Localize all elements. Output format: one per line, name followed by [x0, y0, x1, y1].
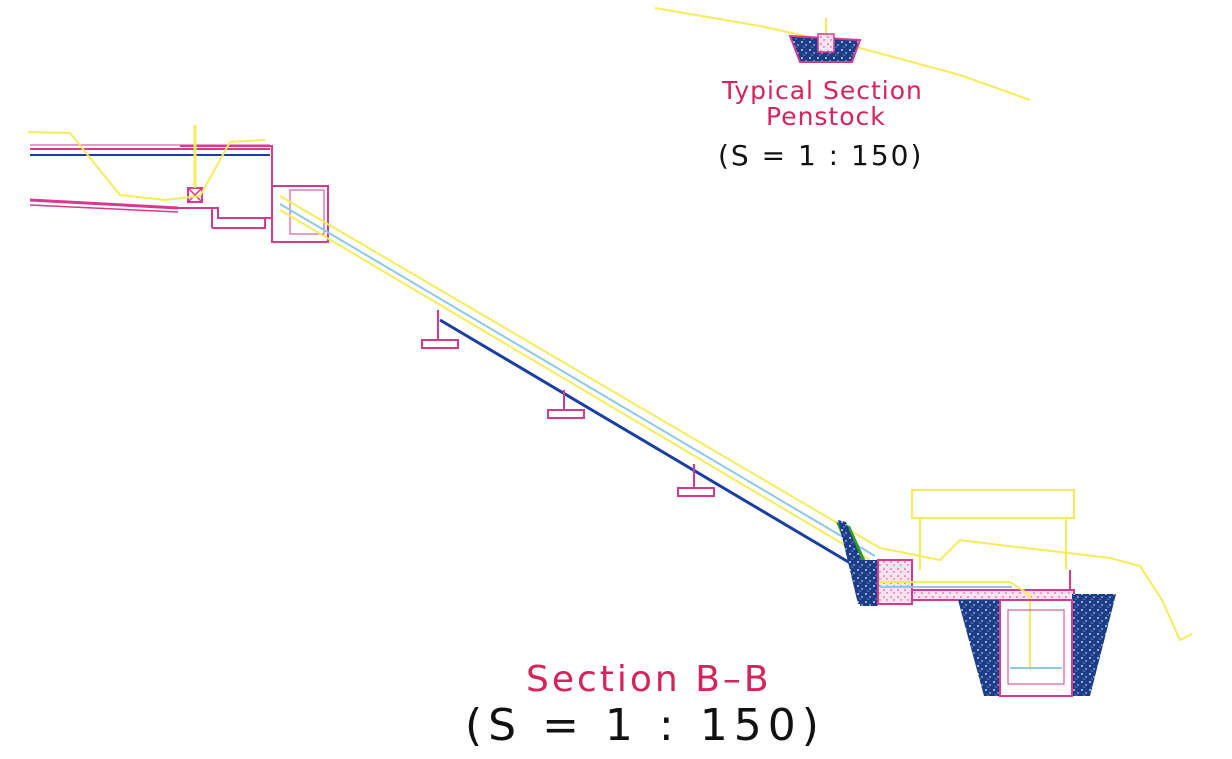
tailrace-left-wall — [958, 600, 1000, 696]
water-line — [279, 203, 876, 557]
penstock-intake-block — [271, 185, 329, 243]
tailrace-chamber — [999, 599, 1073, 697]
section-title: Section B–B — [526, 659, 772, 700]
anchor-base — [860, 560, 878, 606]
support-block-1 — [421, 310, 459, 349]
ground-lower-line — [279, 209, 871, 561]
penstock-section-title-line2: Penstock — [766, 102, 886, 131]
support-block-2 — [547, 390, 585, 419]
powerhouse-floor — [911, 589, 1075, 601]
penstock-typical-section — [654, 7, 1031, 101]
penstock-ground-line — [654, 7, 1031, 101]
powerhouse-ground-line — [879, 538, 1193, 642]
penstock-trench-outline — [788, 34, 862, 63]
support-block-3 — [677, 464, 715, 497]
powerhouse — [836, 489, 1193, 697]
turbine-inlet-pipe — [880, 581, 1031, 670]
pipe-supports — [421, 310, 715, 497]
section-scale: (S = 1 : 150) — [465, 700, 825, 751]
penstock-section-scale: (S = 1 : 150) — [718, 139, 924, 172]
canal-bed — [29, 198, 179, 210]
forebay-wall — [178, 145, 273, 219]
penstock-section-title-line1: Typical Section — [722, 76, 923, 105]
penstock-pipe-box — [817, 33, 835, 53]
penstock-pipe — [279, 195, 881, 572]
forebay-ground-line — [27, 131, 266, 202]
tailrace-right-wall — [1072, 594, 1116, 696]
pipe-invert — [439, 318, 863, 572]
powerhouse-roof — [911, 489, 1075, 519]
forebay-structure — [27, 125, 329, 243]
ground-upper-line — [279, 195, 881, 549]
